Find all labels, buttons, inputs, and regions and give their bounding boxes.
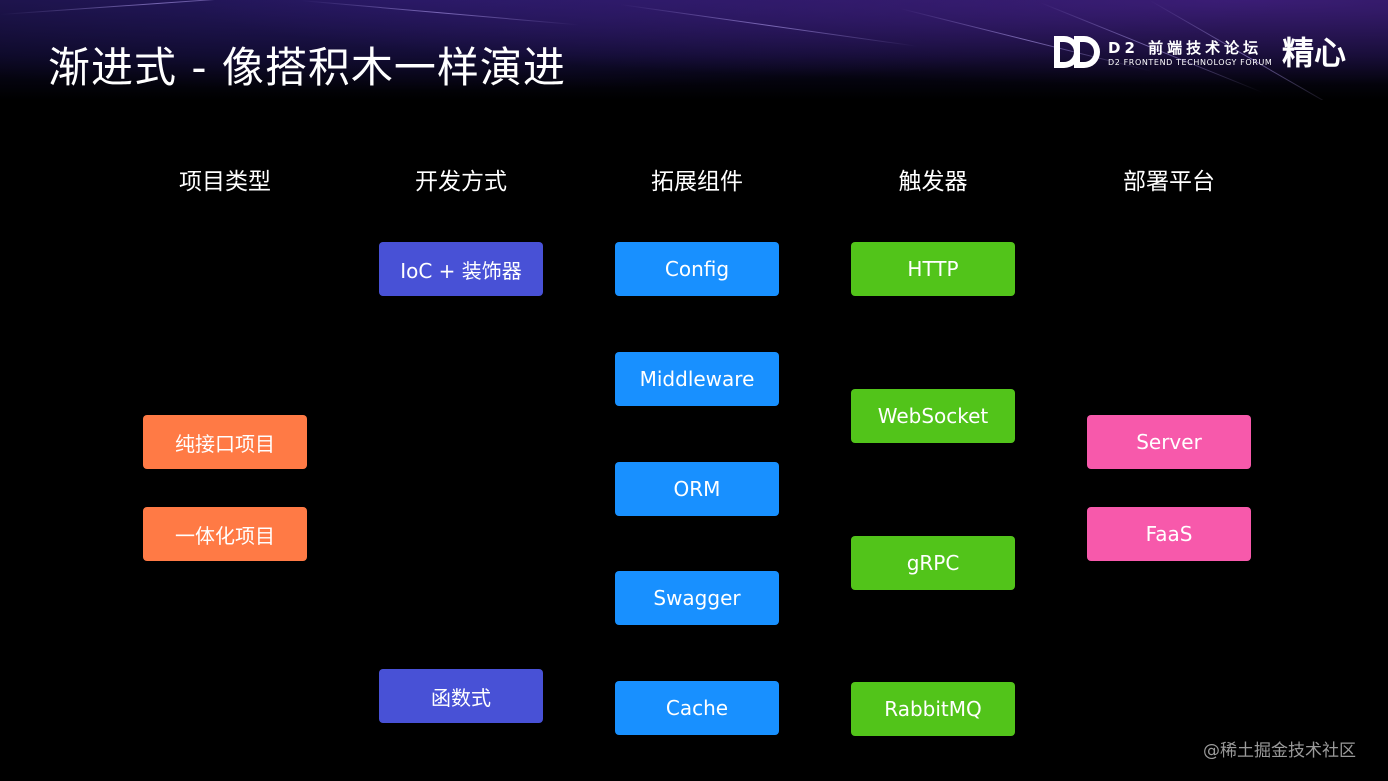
dev-mode-ioc-decorator: IoC + 装饰器 — [379, 242, 543, 296]
component-config: Config — [615, 242, 779, 296]
column-header-project-type: 项目类型 — [179, 169, 271, 195]
dev-mode-functional: 函数式 — [379, 669, 543, 723]
d2-logo-icon — [1054, 36, 1100, 68]
trigger-rabbitmq: RabbitMQ — [851, 682, 1015, 736]
platform-faas: FaaS — [1087, 507, 1251, 561]
trigger-grpc: gRPC — [851, 536, 1015, 590]
header-banner — [0, 0, 1388, 100]
project-type-api-only: 纯接口项目 — [143, 415, 307, 469]
component-middleware: Middleware — [615, 352, 779, 406]
slide-title: 渐进式 - 像搭积木一样演进 — [48, 43, 566, 92]
project-type-integrated: 一体化项目 — [143, 507, 307, 561]
component-swagger: Swagger — [615, 571, 779, 625]
trigger-websocket: WebSocket — [851, 389, 1015, 443]
column-header-components: 拓展组件 — [651, 169, 743, 195]
column-header-dev-mode: 开发方式 — [415, 169, 507, 195]
platform-server: Server — [1087, 415, 1251, 469]
watermark: @稀土掘金技术社区 — [1203, 741, 1356, 761]
component-cache: Cache — [615, 681, 779, 735]
component-orm: ORM — [615, 462, 779, 516]
brand-subtitle: D2 FRONTEND TECHNOLOGY FORUM — [1108, 58, 1273, 67]
brand-name: D2 前端技术论坛 — [1108, 39, 1263, 57]
trigger-http: HTTP — [851, 242, 1015, 296]
column-header-platforms: 部署平台 — [1123, 169, 1215, 195]
column-header-triggers: 触发器 — [898, 169, 968, 195]
brand-right-logo: 精心 — [1282, 34, 1347, 72]
